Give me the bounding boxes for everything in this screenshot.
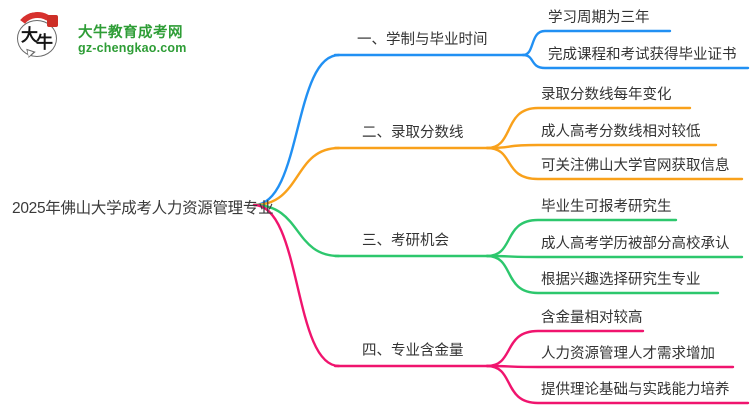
child-node: 学习周期为三年 [548, 10, 650, 26]
logo-char-2: 牛 [36, 33, 53, 52]
child-node: 完成课程和考试获得毕业证书 [548, 47, 737, 63]
child-node: 成人高考分数线相对较低 [541, 124, 701, 140]
logo-domain: gz-chengkao.com [78, 41, 187, 55]
child-node: 录取分数线每年变化 [541, 87, 672, 103]
child-link [521, 29, 672, 57]
child-node: 成人高考学历被部分高校承认 [541, 236, 730, 252]
child-node: 可关注佛山大学官网获取信息 [541, 158, 730, 174]
root-branch-link [252, 146, 341, 207]
logo: 大 牛 大牛教育成考网 gz-chengkao.com [13, 9, 216, 65]
child-link [521, 53, 750, 70]
logo-seal [47, 15, 58, 27]
child-link [485, 254, 720, 295]
branch-node: 二、录取分数线 [362, 125, 464, 141]
child-link [485, 254, 744, 259]
root-branch-link [252, 203, 341, 258]
branch-node: 三、考研机会 [362, 233, 449, 249]
bull-logo-icon: 大 牛 [13, 9, 61, 65]
root-branch-link [252, 53, 341, 207]
child-link [485, 329, 645, 368]
child-link [485, 143, 718, 150]
child-link [485, 106, 692, 150]
branch-node: 一、学制与毕业时间 [357, 32, 488, 48]
child-node: 提供理论基础与实践能力培养 [541, 382, 730, 398]
logo-title: 大牛教育成考网 [78, 25, 183, 41]
child-node: 人力资源管理人才需求增加 [541, 346, 715, 362]
child-link [485, 364, 750, 405]
child-link [485, 146, 744, 181]
child-node: 含金量相对较高 [541, 310, 643, 326]
logo-char-1: 大 [21, 26, 38, 45]
child-link [485, 364, 735, 369]
child-node: 毕业生可报考研究生 [541, 199, 672, 215]
child-node: 根据兴趣选择研究生专业 [541, 272, 701, 288]
root-node: 2025年佛山大学成考人力资源管理专业 [12, 200, 274, 217]
root-branch-link [252, 203, 341, 368]
child-link [485, 218, 678, 258]
branch-node: 四、专业含金量 [362, 343, 464, 359]
